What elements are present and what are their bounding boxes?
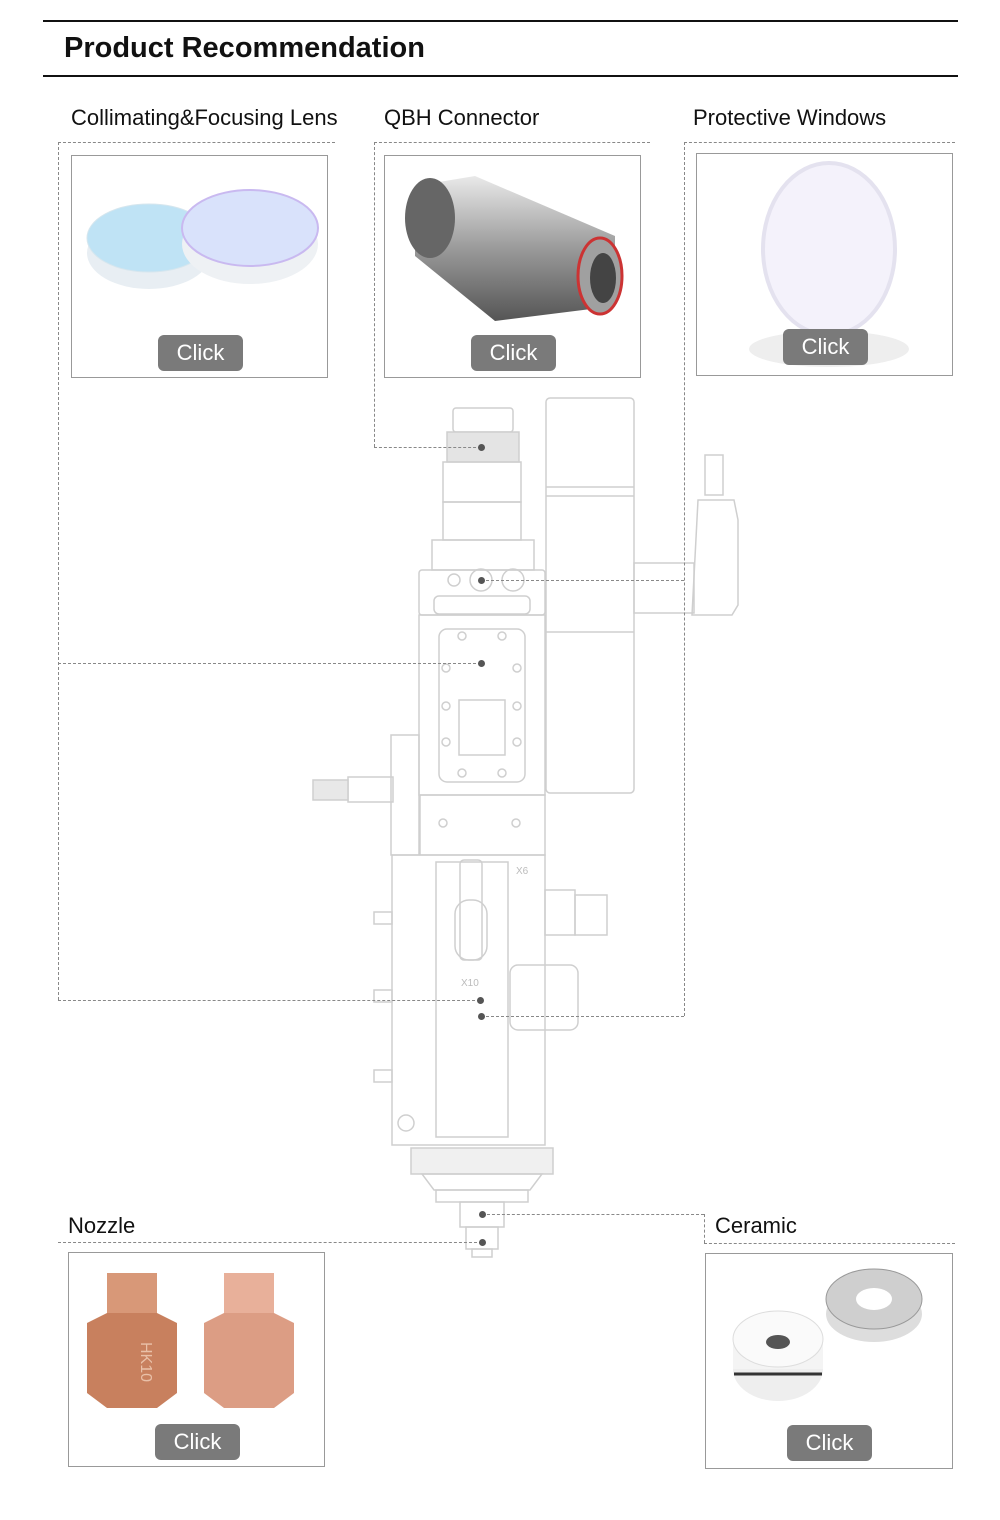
leader-line: [482, 1214, 704, 1215]
callout-dot: [477, 997, 484, 1004]
leader-line: [684, 142, 685, 1016]
leader-line: [374, 447, 481, 448]
callout-dot: [478, 660, 485, 667]
drawing-label-x10: X10: [461, 978, 479, 989]
callout-dot: [478, 444, 485, 451]
product-label-nozzle: Nozzle: [68, 1213, 136, 1238]
callout-dot: [479, 1239, 486, 1246]
ceramic-image: [732, 1268, 923, 1401]
callout-dot: [479, 1211, 486, 1218]
leader-line: [58, 663, 481, 664]
leader-line: [58, 142, 59, 1000]
leader-line: [58, 1000, 480, 1001]
leader-line: [481, 580, 684, 581]
leader-line: [58, 142, 335, 143]
header-top-rule: [43, 20, 958, 22]
callout-dot: [478, 1013, 485, 1020]
drawing-label-x6: X6: [516, 866, 529, 877]
leader-line: [704, 1243, 955, 1244]
nozzle-image: [87, 1273, 294, 1408]
qbh-click-button[interactable]: Click: [471, 335, 556, 371]
product-card-lens[interactable]: Click: [71, 155, 328, 378]
header-bottom-rule: [43, 75, 958, 77]
product-label-protective-windows: Protective Windows: [693, 105, 887, 130]
lens-click-button[interactable]: Click: [158, 335, 243, 371]
nozzle-click-button[interactable]: Click: [155, 1424, 240, 1460]
callout-dot: [478, 577, 485, 584]
lens-image: [86, 189, 319, 289]
qbh-connector-image: [405, 176, 624, 321]
product-card-ceramic[interactable]: Click: [705, 1253, 953, 1469]
product-label-qbh: QBH Connector: [384, 105, 540, 130]
product-card-qbh[interactable]: Click: [384, 155, 641, 378]
product-card-protective-windows[interactable]: Click: [696, 153, 953, 376]
product-card-nozzle[interactable]: HK10 Click: [68, 1252, 325, 1467]
nozzle-engraving: HK10: [137, 1341, 155, 1383]
leader-line: [58, 1242, 482, 1243]
leader-line: [684, 142, 955, 143]
page-title: Product Recommendation: [64, 32, 425, 64]
ceramic-click-button[interactable]: Click: [787, 1425, 872, 1461]
product-label-ceramic: Ceramic: [715, 1213, 797, 1238]
protective-windows-click-button[interactable]: Click: [783, 329, 868, 365]
leader-line: [481, 1016, 684, 1017]
leader-line: [374, 142, 650, 143]
leader-line: [374, 142, 375, 447]
product-label-lens: Collimating&Focusing Lens: [71, 105, 338, 130]
leader-line: [704, 1214, 705, 1243]
